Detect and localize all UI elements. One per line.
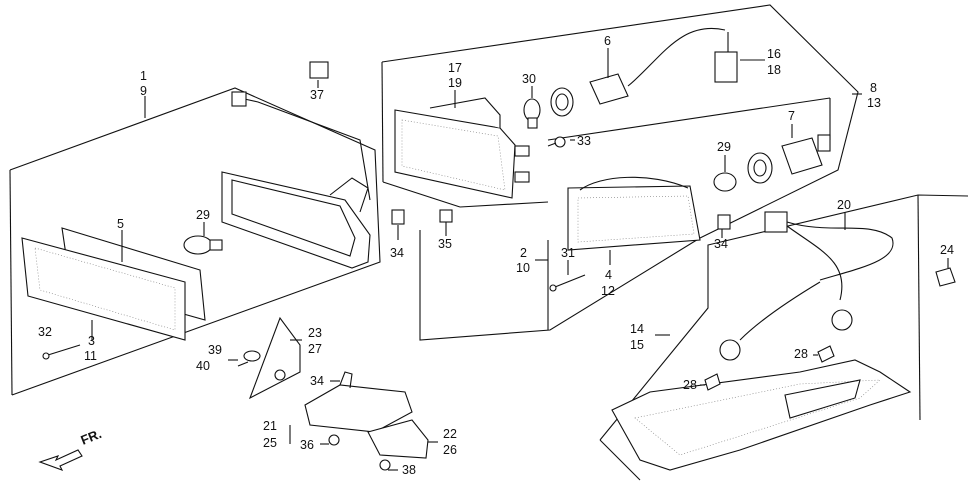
callout-7: 7 xyxy=(788,109,795,123)
callout-6: 6 xyxy=(604,34,611,48)
callout-29-left: 29 xyxy=(196,208,210,222)
clip-34-left xyxy=(391,209,405,225)
wire-harness-20 xyxy=(719,211,894,361)
side-marker-assembly xyxy=(599,194,969,481)
callout-14: 14 xyxy=(630,322,644,336)
callout-3: 3 xyxy=(88,334,95,348)
callout-35: 35 xyxy=(438,237,452,251)
callout-10: 10 xyxy=(516,261,530,275)
callout-36: 36 xyxy=(300,438,314,452)
screw-32 xyxy=(42,344,81,360)
callout-12: 12 xyxy=(601,284,615,298)
clip-28-lower xyxy=(704,373,721,391)
callout-34-left: 34 xyxy=(390,246,404,260)
bracket-23-27 xyxy=(237,316,301,400)
clip-28-upper xyxy=(817,345,835,363)
bulb-29-left xyxy=(183,235,223,255)
clip-24 xyxy=(935,267,956,287)
bracket-22-26 xyxy=(367,419,429,471)
callout-5: 5 xyxy=(117,217,124,231)
callout-labels: 1 9 37 17 19 30 6 16 18 8 13 33 7 29 5 2… xyxy=(38,34,954,477)
socket-7 xyxy=(781,134,831,175)
bulb-29-right xyxy=(713,172,737,192)
callout-28-upper: 28 xyxy=(794,347,808,361)
callout-16: 16 xyxy=(767,47,781,61)
callout-29-right: 29 xyxy=(717,140,731,154)
callout-8: 8 xyxy=(870,81,877,95)
callout-27: 27 xyxy=(308,342,322,356)
callout-2: 2 xyxy=(520,246,527,260)
callout-33: 33 xyxy=(577,134,591,148)
callout-18: 18 xyxy=(767,63,781,77)
clip-34-center xyxy=(717,214,731,230)
screw-31 xyxy=(549,274,586,292)
callout-34-bracket: 34 xyxy=(310,374,324,388)
callout-4: 4 xyxy=(605,268,612,282)
callout-32: 32 xyxy=(38,325,52,339)
callout-38: 38 xyxy=(402,463,416,477)
screw-33 xyxy=(547,136,566,148)
callout-28-lower: 28 xyxy=(683,378,697,392)
socket-6 xyxy=(589,27,726,105)
callout-15: 15 xyxy=(630,338,644,352)
callout-13: 13 xyxy=(867,96,881,110)
callout-25: 25 xyxy=(263,436,277,450)
front-direction-arrow: FR. xyxy=(38,426,104,471)
callout-39: 39 xyxy=(208,343,222,357)
callout-37: 37 xyxy=(310,88,324,102)
callout-31: 31 xyxy=(561,246,575,260)
clip-35 xyxy=(439,209,453,232)
callout-1: 1 xyxy=(140,69,147,83)
callout-34-center: 34 xyxy=(714,237,728,251)
side-marker-lens xyxy=(611,359,912,471)
callout-20: 20 xyxy=(837,198,851,212)
callout-24: 24 xyxy=(940,243,954,257)
callout-30: 30 xyxy=(522,72,536,86)
bracket-21-25 xyxy=(304,371,413,446)
lamp-lens-left xyxy=(21,227,206,341)
connector-16-18 xyxy=(714,32,738,83)
callout-19: 19 xyxy=(448,76,462,90)
direction-label: FR. xyxy=(79,426,104,448)
callout-23: 23 xyxy=(308,326,322,340)
front-lamp-assembly-left xyxy=(9,87,381,396)
fog-lamp-body xyxy=(394,97,530,199)
callout-9: 9 xyxy=(140,84,147,98)
callout-40: 40 xyxy=(196,359,210,373)
turn-signal-lens xyxy=(567,176,701,251)
leader-lines xyxy=(91,48,949,471)
fog-lamp-assembly xyxy=(381,4,859,239)
callout-21: 21 xyxy=(263,419,277,433)
turn-signal-assembly xyxy=(419,134,831,341)
callout-11: 11 xyxy=(84,349,97,363)
bulb-30 xyxy=(523,98,541,129)
callout-17: 17 xyxy=(448,61,462,75)
callout-22: 22 xyxy=(443,427,457,441)
lamp-housing-left xyxy=(221,91,371,269)
callout-26: 26 xyxy=(443,443,457,457)
clip-37 xyxy=(309,61,329,79)
